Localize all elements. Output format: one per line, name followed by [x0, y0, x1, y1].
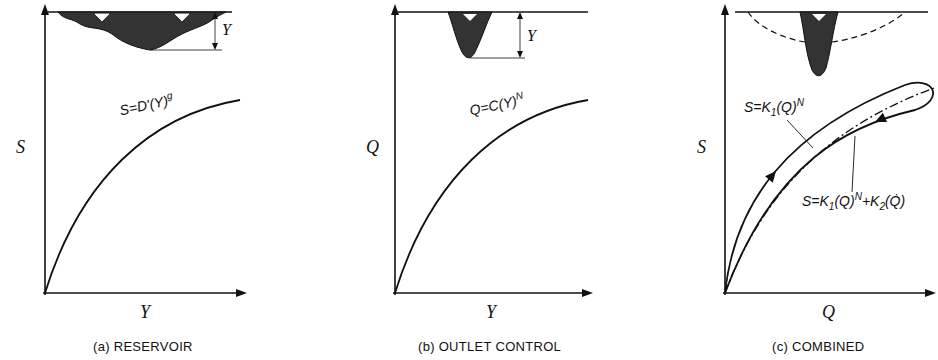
- axes: [43, 10, 930, 295]
- line-art: [58, 12, 226, 50]
- dimension-label: Y: [221, 21, 232, 39]
- line-art: [463, 14, 477, 21]
- line-art: [215, 16, 216, 46]
- axis-label-text: S: [697, 137, 706, 157]
- axis-label: Y: [140, 303, 150, 323]
- formula-text: (Q): [776, 99, 796, 115]
- line-art: [470, 58, 525, 59]
- formula-text: S=K: [802, 193, 829, 209]
- subscript: 2: [879, 201, 885, 212]
- panel-caption: (b) OUTLET CONTROL: [418, 340, 561, 354]
- formula-text: +K: [862, 193, 880, 209]
- y-axis: [44, 10, 46, 295]
- formula: S=K1(Q)N: [742, 100, 806, 115]
- reservoir-section: [48, 12, 232, 50]
- line-art: [150, 50, 222, 51]
- line-art: [41, 4, 49, 15]
- rating-curve: [395, 100, 588, 293]
- dimension-label-text: Y: [222, 21, 231, 38]
- line-art: [800, 12, 838, 76]
- line-art: [95, 14, 189, 21]
- axis-label: Q: [366, 138, 379, 158]
- line-art: [725, 88, 934, 293]
- line-art: [812, 14, 826, 21]
- line-art: [925, 289, 936, 297]
- exponent: N: [855, 191, 862, 202]
- axis-label-text: Y: [140, 302, 150, 322]
- formula: Q=C(Y)N: [466, 92, 527, 119]
- formula-text: (Q): [834, 193, 854, 209]
- line-art: [391, 4, 399, 15]
- line-art: [398, 11, 588, 13]
- exponent: g: [166, 89, 174, 101]
- x-axis: [393, 292, 586, 294]
- line-art: [852, 136, 855, 192]
- axis-label-text: Q: [822, 302, 835, 322]
- loop-arrowheads: [765, 113, 887, 183]
- line-art: [520, 16, 521, 54]
- line-art: [721, 4, 729, 15]
- storage-curve: [45, 100, 240, 293]
- line-art: [873, 113, 887, 127]
- dimension-label: Y: [526, 27, 537, 45]
- panel-caption-text: (b) OUTLET CONTROL: [418, 339, 561, 354]
- panel-caption-text: (c) COMBINED: [772, 339, 864, 354]
- formula-text: S=D'(Y): [118, 93, 169, 119]
- axis-arrowheads: [41, 4, 936, 297]
- formula-text: S=K: [744, 99, 771, 115]
- axis-label: S: [697, 138, 706, 158]
- formula: S=D'(Y)g: [116, 92, 176, 119]
- axis-label-text: Y: [486, 302, 496, 322]
- line-art: [725, 83, 933, 293]
- formula-text: Q=C(Y): [468, 93, 518, 119]
- dimension-label-text: Y: [527, 27, 536, 44]
- axis-label-text: S: [16, 137, 25, 157]
- subscript: 1: [771, 107, 777, 118]
- x-axis: [43, 292, 240, 294]
- x-axis: [723, 292, 930, 294]
- exponent: N: [797, 97, 804, 108]
- line-art: [787, 120, 813, 148]
- panel-caption-text: (a) RESERVOIR: [93, 339, 193, 354]
- combined-section: [735, 12, 928, 76]
- formula: S=K1(Q)N+K2(Q̇): [800, 194, 907, 209]
- y-axis: [724, 10, 726, 295]
- channel-section: [398, 12, 588, 58]
- line-art: [236, 289, 247, 297]
- exponent: N: [515, 89, 524, 101]
- line-art: [765, 168, 780, 183]
- line-art: [448, 12, 492, 58]
- subscript: 1: [829, 201, 835, 212]
- line-art: [517, 12, 523, 19]
- panel-caption: (c) COMBINED: [772, 340, 864, 354]
- axis-label: S: [16, 138, 25, 158]
- axis-label-text: Q: [366, 137, 379, 157]
- line-art: [517, 51, 523, 58]
- y-axis: [394, 10, 396, 295]
- hysteresis-loop: [725, 83, 934, 293]
- panel-caption: (a) RESERVOIR: [93, 340, 193, 354]
- axis-label: Q: [822, 303, 835, 323]
- axis-label: Y: [486, 303, 496, 323]
- line-art: [212, 43, 218, 50]
- formula-text: (Q̇): [885, 193, 905, 209]
- line-art: [212, 12, 218, 19]
- line-art: [582, 289, 593, 297]
